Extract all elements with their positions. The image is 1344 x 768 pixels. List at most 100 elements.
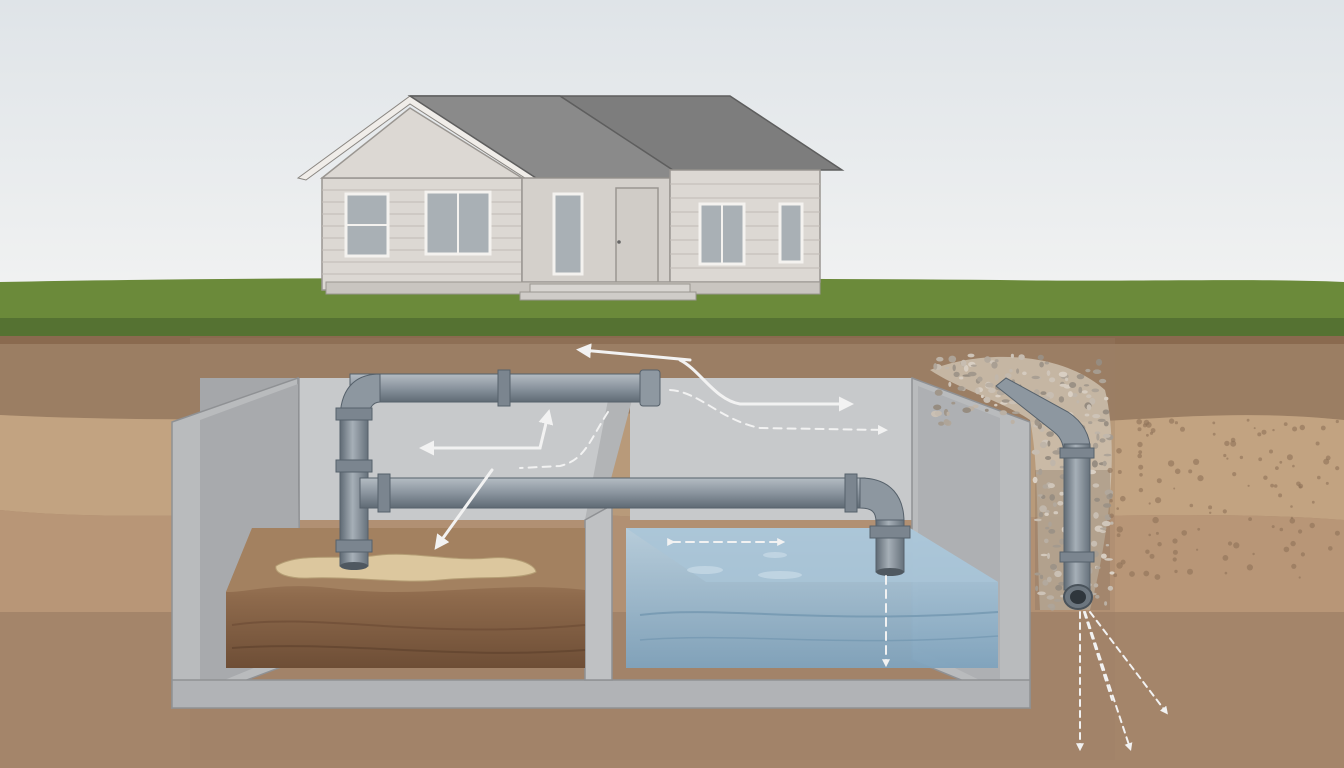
soil-speckle — [1138, 464, 1144, 470]
gravel-stone — [994, 374, 999, 381]
primary-chamber — [226, 528, 586, 668]
soil-speckle — [1129, 571, 1135, 577]
soil-speckle — [1248, 517, 1252, 521]
gravel-stone — [1088, 421, 1093, 425]
gravel-stone — [933, 363, 938, 370]
gravel-stone — [1085, 368, 1091, 373]
gravel-stone — [975, 387, 980, 395]
gravel-stone — [933, 404, 942, 411]
gravel-stone — [1076, 400, 1080, 404]
soil-speckle — [1107, 467, 1113, 473]
gravel-stone — [1038, 468, 1043, 475]
gravel-stone — [1078, 386, 1083, 394]
gravel-stone — [1054, 570, 1062, 578]
soil-speckle — [1120, 495, 1126, 502]
soil-speckle — [1116, 533, 1121, 538]
dashed-flow-from-baffle — [519, 411, 609, 469]
soil-speckle — [1263, 475, 1268, 480]
gravel-stone — [1060, 594, 1064, 598]
gravel-stone — [1053, 511, 1059, 515]
gravel-stone — [1104, 396, 1109, 401]
soil-speckle — [1156, 478, 1162, 484]
soil-speckle — [1292, 426, 1298, 432]
gravel-stone — [1046, 431, 1054, 437]
soil-speckle — [1279, 460, 1283, 464]
gravel-stone — [952, 364, 956, 372]
soil-speckle — [1189, 503, 1194, 508]
soil-speckle — [1253, 427, 1256, 430]
gravel-stone — [1093, 583, 1099, 588]
soil-speckle — [1227, 541, 1233, 546]
soil-speckle — [1109, 499, 1113, 503]
gravel-stone — [1018, 354, 1025, 360]
gravel-stone — [1102, 460, 1107, 467]
gravel-stone — [1099, 378, 1107, 384]
gravel-stone — [1069, 382, 1077, 388]
gravel-stone — [1058, 581, 1065, 586]
gravel-stone — [1040, 391, 1047, 395]
soil-speckle — [1247, 484, 1250, 487]
soil-speckle — [1230, 440, 1237, 447]
soil-speckle — [1335, 466, 1340, 471]
gravel-stone — [1047, 603, 1055, 609]
gravel-stone — [1100, 527, 1107, 530]
gravel-stone — [1092, 483, 1100, 488]
gravel-stone — [1109, 571, 1115, 575]
gravel-stone — [1105, 544, 1110, 547]
gravel-stone — [1032, 476, 1038, 484]
soil-speckle — [1148, 533, 1151, 537]
soil-speckle — [1273, 484, 1278, 488]
soil-speckle — [1299, 424, 1306, 431]
soil-speckle — [1143, 570, 1150, 577]
soil-speckle — [1137, 427, 1142, 432]
gravel-stone — [1081, 390, 1088, 394]
gravel-stone — [1046, 370, 1051, 376]
gravel-stone — [1037, 591, 1046, 596]
soil-speckle — [1279, 527, 1284, 532]
gravel-stone — [1096, 433, 1100, 441]
soil-speckle — [1116, 507, 1119, 510]
gravel-stone — [1099, 438, 1106, 443]
gravel-stone — [1059, 465, 1065, 469]
gravel-stone — [994, 403, 998, 407]
gravel-stone — [1004, 373, 1012, 379]
soil-speckle — [1233, 542, 1240, 549]
soil-speckle — [1289, 518, 1296, 524]
gravel-stone — [967, 353, 975, 358]
soil-speckle — [1286, 454, 1293, 461]
gravel-stone — [1050, 563, 1057, 570]
gravel-stone — [1047, 440, 1051, 447]
gravel-stone — [1044, 512, 1049, 516]
gravel-stone — [999, 410, 1007, 416]
gravel-stone — [985, 382, 994, 388]
gravel-stone — [962, 407, 971, 414]
gravel-stone — [1104, 558, 1113, 561]
gravel-stone — [938, 421, 945, 426]
gravel-stone — [970, 364, 977, 367]
soil-speckle — [1181, 530, 1187, 536]
soil-speckle — [1290, 505, 1293, 508]
soil-speckle — [1168, 418, 1175, 424]
gravel-stone — [1095, 358, 1103, 366]
gravel-stone — [934, 389, 943, 396]
gravel-stone — [1048, 529, 1056, 534]
soil-speckle — [1298, 485, 1302, 489]
soil-speckle — [1172, 549, 1178, 555]
gravel-stone — [1092, 442, 1099, 449]
gravel-stone — [1055, 584, 1063, 591]
gravel-stone — [1022, 371, 1027, 376]
gravel-stone — [1058, 396, 1065, 403]
soil-speckle — [1116, 562, 1123, 569]
soil-speckle — [1187, 568, 1193, 575]
soil-speckle — [1335, 419, 1339, 424]
soil-speckle — [1138, 450, 1143, 454]
gravel-stone — [1033, 518, 1042, 522]
gravel-stone — [983, 396, 991, 403]
scum-layer — [275, 553, 537, 582]
gravel-stone — [948, 381, 952, 387]
soil-speckle — [1155, 531, 1159, 535]
front-door — [615, 187, 659, 283]
gravel-stone — [1067, 391, 1073, 398]
